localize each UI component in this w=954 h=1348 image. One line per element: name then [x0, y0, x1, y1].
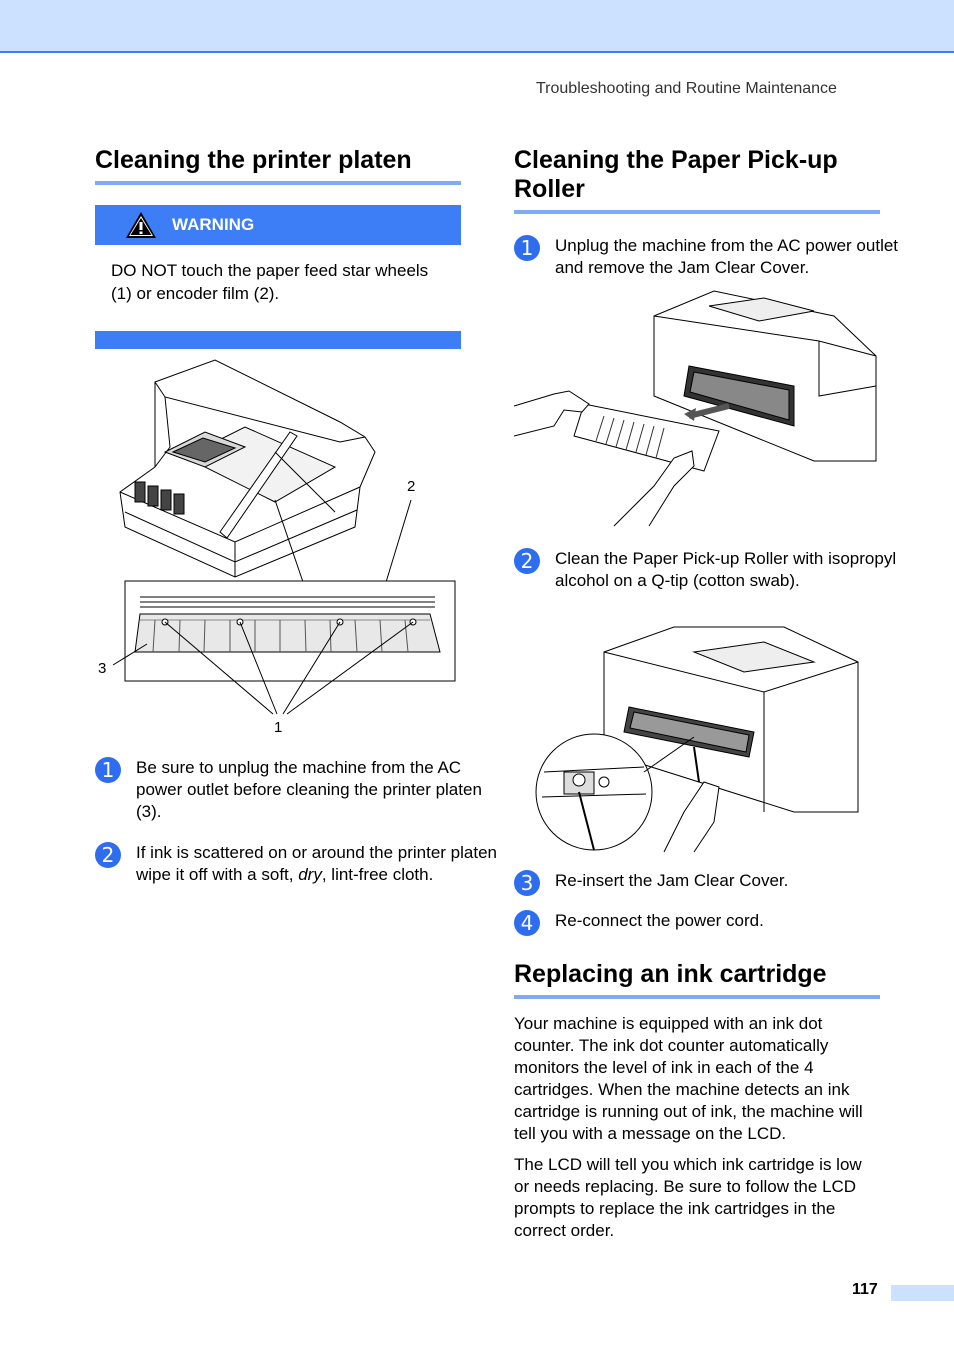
step-text: Re-connect the power cord.: [555, 911, 764, 930]
pickup-roller-cleaning-illustration: [535, 626, 859, 853]
step-text-start: If ink is scattered on or around the pri…: [136, 843, 497, 884]
step-number-badge: 4: [514, 910, 540, 936]
roller-step-3: 3 Re-insert the Jam Clear Cover.: [514, 870, 921, 896]
printer-platen-illustration: [112, 359, 456, 715]
step-number-badge: 3: [514, 870, 540, 896]
section-title-ink-cartridge: Replacing an ink cartridge: [514, 960, 880, 999]
figure-label-2: 2: [407, 478, 416, 495]
platen-step-2: 2 If ink is scattered on or around the p…: [95, 842, 502, 886]
figure-label-3: 3: [98, 660, 107, 677]
step-text: Clean the Paper Pick-up Roller with isop…: [555, 549, 897, 590]
step-number-badge: 1: [95, 757, 121, 783]
ink-paragraph-2: The LCD will tell you which ink cartridg…: [514, 1155, 862, 1240]
running-header: Troubleshooting and Routine Maintenance: [536, 80, 837, 97]
footer-tab: [891, 1285, 954, 1301]
section-title-platen: Cleaning the printer platen: [95, 146, 461, 185]
warning-triangle-icon: [126, 212, 156, 238]
roller-step-2: 2 Clean the Paper Pick-up Roller with is…: [514, 548, 921, 592]
warning-box: WARNING DO NOT touch the paper feed star…: [95, 205, 461, 349]
warning-label: WARNING: [172, 215, 255, 234]
figure-label-1: 1: [274, 719, 283, 736]
warning-footer-bar: [95, 331, 461, 349]
step-text-end: , lint-free cloth.: [321, 865, 434, 884]
page-number: 117: [852, 1281, 878, 1298]
jam-clear-cover-illustration: [514, 290, 877, 527]
ink-paragraph-1: Your machine is equipped with an ink dot…: [514, 1014, 863, 1143]
step-text: Re-insert the Jam Clear Cover.: [555, 871, 789, 890]
step-number-badge: 2: [514, 548, 540, 574]
step-text: Be sure to unplug the machine from the A…: [136, 758, 482, 821]
platen-step-1: 1 Be sure to unplug the machine from the…: [95, 757, 502, 823]
ink-cartridge-section: Replacing an ink cartridge Your machine …: [514, 960, 880, 1242]
warning-header: WARNING: [95, 205, 461, 245]
roller-step-1: 1 Unplug the machine from the AC power o…: [514, 235, 927, 279]
warning-text: DO NOT touch the paper feed star wheels …: [111, 261, 429, 303]
section-title-pickup-roller: Cleaning the Paper Pick-up Roller: [514, 146, 880, 214]
right-column: Cleaning the Paper Pick-up Roller: [514, 146, 880, 214]
left-column: Cleaning the printer platen WARNING DO N…: [95, 146, 461, 349]
roller-step-4: 4 Re-connect the power cord.: [514, 910, 921, 936]
step-text-emphasis: dry: [298, 865, 322, 884]
step-text: Unplug the machine from the AC power out…: [555, 236, 899, 277]
top-header-band: [0, 0, 954, 53]
step-number-badge: 2: [95, 842, 121, 868]
step-number-badge: 1: [514, 235, 540, 261]
